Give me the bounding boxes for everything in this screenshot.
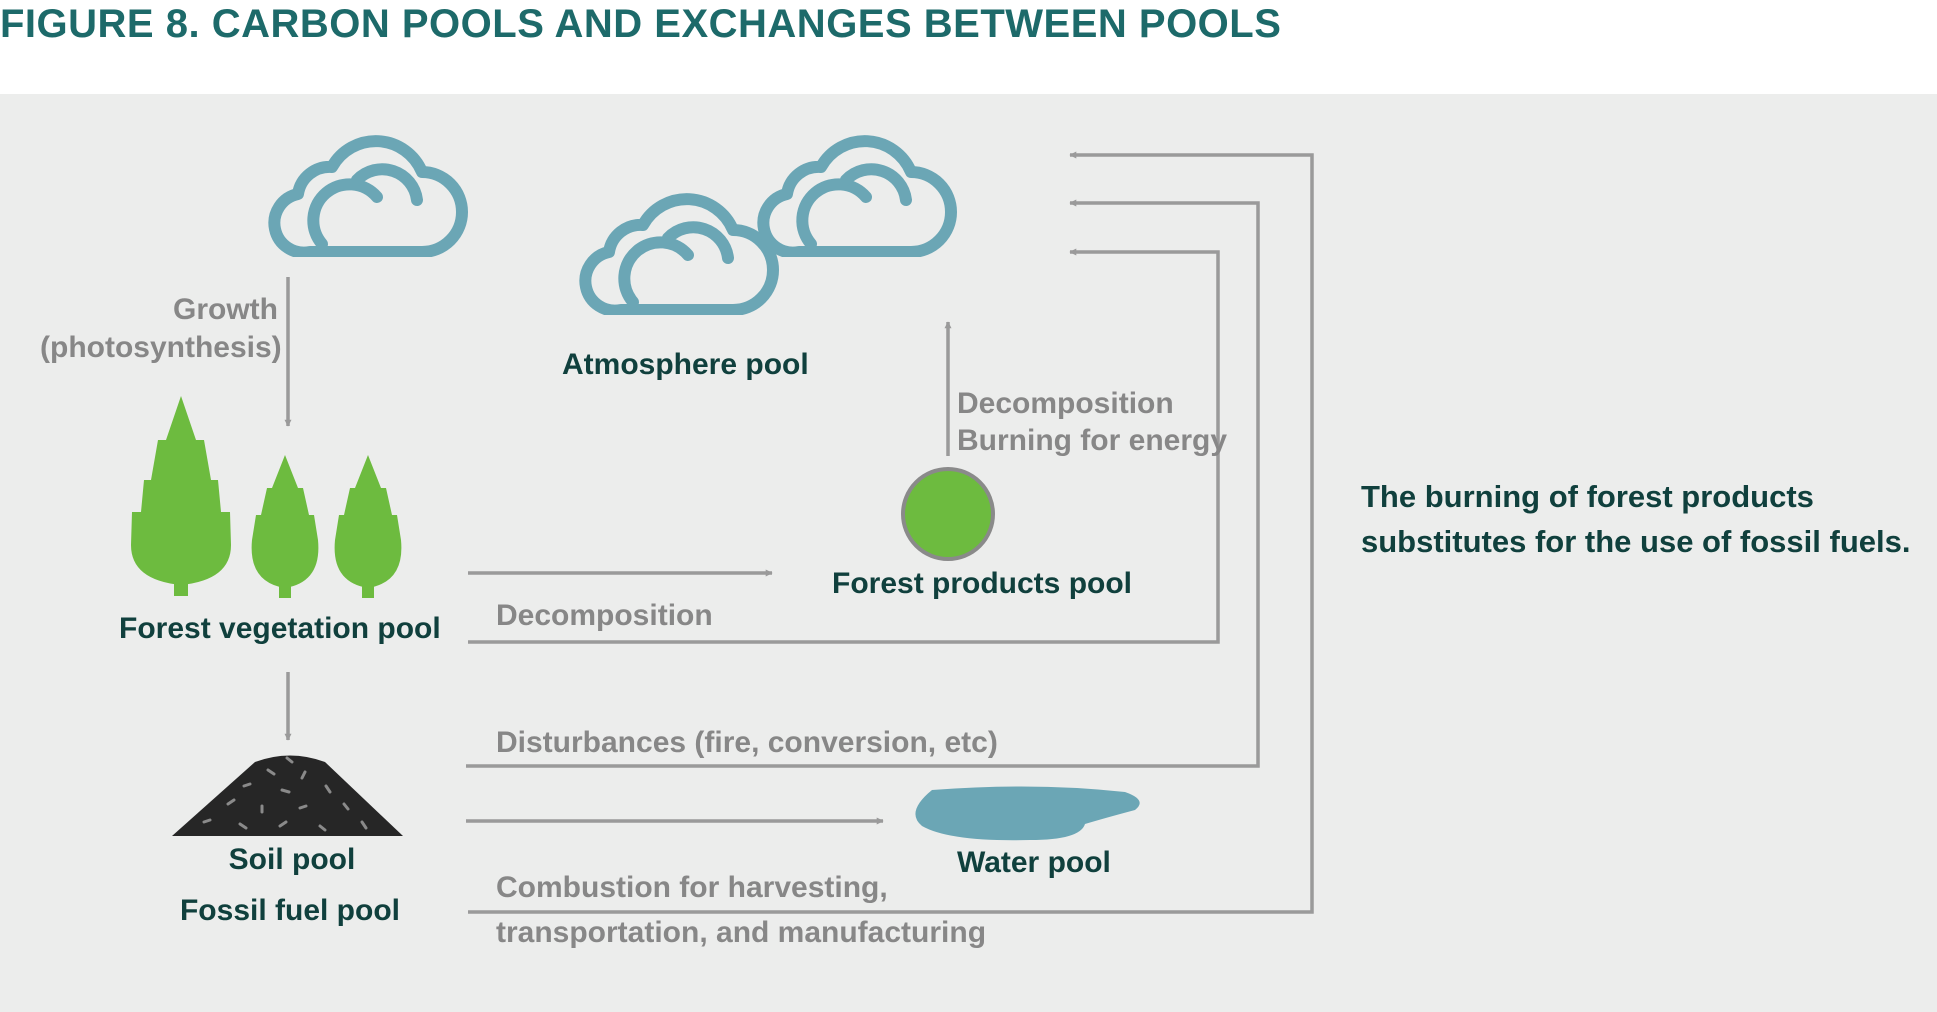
photosynthesis-label: (photosynthesis) xyxy=(40,331,282,364)
atmosphere-cloud-right-icon xyxy=(763,141,951,252)
forest-vegetation-pool-label: Forest vegetation pool xyxy=(119,612,441,645)
tree-medium-icon xyxy=(251,455,319,598)
tree-large-icon xyxy=(131,396,231,596)
products-decomposition-label: Decomposition xyxy=(957,387,1174,420)
substitution-note-line1: The burning of forest products xyxy=(1361,479,1814,514)
growth-label: Growth xyxy=(173,293,278,326)
disturbances-return-arrow xyxy=(466,199,1260,768)
forest-products-circle-icon xyxy=(901,467,995,561)
burning-for-energy-label: Burning for energy xyxy=(957,424,1228,457)
water-pool-label: Water pool xyxy=(957,846,1111,879)
disturbances-label: Disturbances (fire, conversion, etc) xyxy=(496,726,998,759)
decomposition-return-arrow xyxy=(468,248,1220,644)
tree-small-icon xyxy=(334,455,402,598)
vegetation-decomposition-label: Decomposition xyxy=(496,599,713,632)
combustion-label-line1: Combustion for harvesting, xyxy=(496,871,888,904)
atmosphere-cloud-left-icon xyxy=(585,199,773,310)
soil-pile-icon xyxy=(172,755,403,836)
combustion-label-line2: transportation, and manufacturing xyxy=(496,916,987,949)
combustion-return-arrow xyxy=(468,151,1314,914)
soil-pool-label: Soil pool xyxy=(228,843,356,876)
atmosphere-pool-label: Atmosphere pool xyxy=(562,348,809,381)
forest-products-pool-label: Forest products pool xyxy=(832,567,1132,600)
cloud-icon xyxy=(274,141,462,252)
figure-title: FIGURE 8. CARBON POOLS AND EXCHANGES BET… xyxy=(0,2,1282,46)
fossil-fuel-pool-label: Fossil fuel pool xyxy=(179,894,400,927)
water-puddle-icon xyxy=(915,786,1140,841)
substitution-note-line2: substitutes for the use of fossil fuels. xyxy=(1361,524,1911,559)
